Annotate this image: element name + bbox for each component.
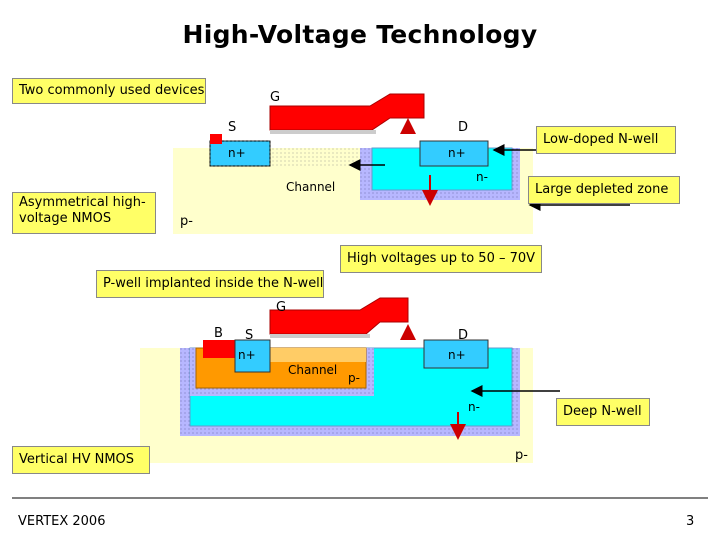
gate-label-2: G bbox=[276, 300, 287, 315]
gate-oxide-2 bbox=[270, 334, 370, 338]
nplus-left-label-2: n+ bbox=[238, 348, 256, 362]
nplus-right-1 bbox=[419, 140, 489, 167]
caption-devices: Two commonly used devices bbox=[12, 78, 206, 104]
nplus-right-label-1: n+ bbox=[448, 146, 466, 160]
source-contact-1 bbox=[210, 134, 222, 144]
nplus-left-2 bbox=[234, 339, 271, 373]
callout-deepnwell: Deep N-well bbox=[556, 398, 650, 426]
channel-label-2: Channel bbox=[288, 363, 338, 377]
gate-label-1: G bbox=[270, 90, 281, 105]
channel-zone-1 bbox=[264, 148, 360, 166]
channel-zone-2 bbox=[270, 348, 366, 362]
drain-label-1: D bbox=[458, 120, 469, 135]
page-number: 3 bbox=[686, 514, 695, 529]
nplus-right-2 bbox=[423, 339, 489, 369]
drain-label-2: D bbox=[458, 328, 469, 343]
gate-1 bbox=[269, 93, 425, 131]
nminus-label-2: n- bbox=[468, 400, 480, 414]
caption-pwell: P-well implanted inside the N-well bbox=[96, 270, 324, 298]
source-label-2: S bbox=[245, 328, 254, 343]
substrate-label-2: p- bbox=[515, 448, 528, 463]
channel-label-1: Channel bbox=[286, 180, 336, 194]
bulk-contact-2 bbox=[203, 340, 235, 358]
bulk-label-2: B bbox=[214, 326, 223, 341]
device1-cross-section bbox=[173, 93, 630, 234]
gate-oxide-1 bbox=[270, 130, 376, 134]
device1-label: Asymmetrical high-voltage NMOS bbox=[12, 192, 156, 234]
page-title: High-Voltage Technology bbox=[182, 20, 538, 49]
gate-2 bbox=[269, 297, 409, 335]
pwell-label-2: p- bbox=[348, 371, 360, 385]
callout-nwell: Low-doped N-well bbox=[536, 126, 676, 154]
footer-conference: VERTEX 2006 bbox=[18, 514, 106, 529]
substrate-label-1: p- bbox=[180, 214, 193, 229]
high-voltage-note: High voltages up to 50 – 70V bbox=[340, 245, 542, 273]
source-label-1: S bbox=[228, 120, 237, 135]
nplus-right-label-2: n+ bbox=[448, 348, 466, 362]
callout-depleted: Large depleted zone bbox=[528, 176, 680, 204]
device2-cross-section bbox=[140, 297, 560, 463]
nminus-label-1: n- bbox=[476, 170, 488, 184]
nplus-left-label-1: n+ bbox=[228, 146, 246, 160]
device2-label: Vertical HV NMOS bbox=[12, 446, 150, 474]
